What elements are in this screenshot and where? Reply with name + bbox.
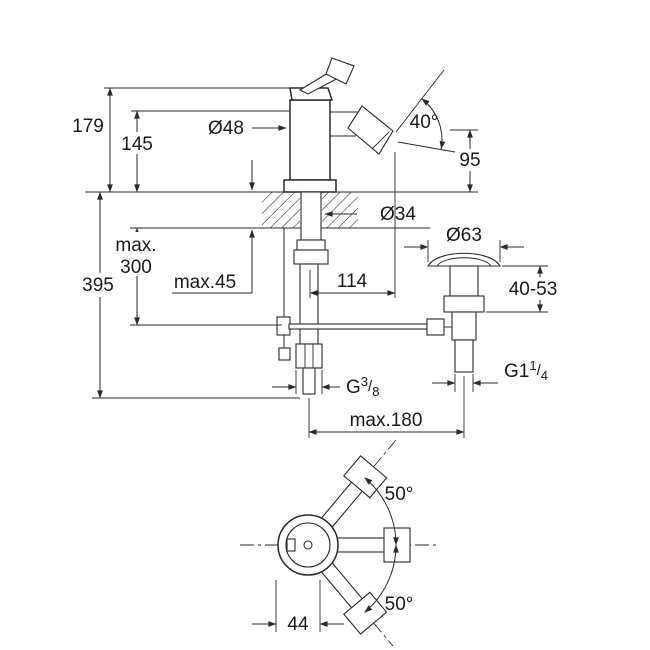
dia-63-label: Ø63 [446,225,482,246]
angle-40-label: 40° [410,112,439,133]
pop-up-rod [276,228,428,361]
dim-max300-label-word: max. [115,235,156,256]
angle-50-upper-label: 50° [385,484,414,505]
thread-g114-num: 1 [529,358,536,373]
faucet-handle [289,57,355,101]
plan-view: 50° 50° 44 [240,439,436,647]
waste-lever-knob [426,318,445,336]
thread-g114-label: G11/4 [504,358,548,383]
dim-swing-upper: 50° [364,477,414,546]
dim-flange-diameter: Ø63 [404,225,524,262]
thread-g38-prefix: G [346,377,361,398]
horizontal-rod [288,323,428,330]
dim-max300-label-value: 300 [120,257,152,278]
faucet-spout [330,105,394,155]
side-view: 179 145 max. 300 395 [72,57,562,438]
braided-hose [299,263,319,345]
fixing-nut [293,249,329,265]
thread-g38-den: 8 [372,384,379,399]
rod-end-cap [278,347,291,361]
aerator-face-line [371,131,390,150]
handle-position-center [335,527,411,563]
dim-114-label: 114 [337,271,368,292]
deck-hatch-left [262,192,300,228]
dim-max-180: max.180 [308,376,465,438]
deck-hatch-right [322,192,358,228]
body-top-view [277,514,339,576]
dim-waste-range: 40-53 [486,265,562,313]
dim-height-395: 395 [76,191,300,399]
dim-44-label: 44 [287,614,309,635]
dim-waste-thread: G11/4 [432,358,548,392]
dim-height-145: 145 [117,110,290,193]
waste-body [449,265,479,297]
pop-up-waste-valve [426,252,501,373]
handle-blade [325,57,355,85]
dim-hole-diameter: Ø34 [324,204,416,225]
rod-clamp [276,316,291,336]
thread-g114-prefix: G1 [504,361,529,382]
hose-hex-connector [295,343,323,369]
thread-g114-den: 4 [541,368,548,383]
aerator [347,105,394,155]
handle-cap [289,87,334,101]
faucet-base-plinth [283,179,337,193]
dim-projection-114: 114 [309,152,396,298]
angle-50-lower-label: 50° [385,594,414,615]
hose-end-tube [302,367,316,395]
centerline-lower [307,544,394,647]
dim-body-diameter: Ø48 [208,118,287,139]
dim-max180-label: max.180 [350,410,423,431]
dim-swing-lower: 50° [364,544,414,615]
dim-max-300: max. 300 [110,227,282,326]
dim-max45-label: max.45 [174,272,236,293]
body-notch [286,538,296,552]
waste-threaded-section [451,311,477,341]
dim-95-label: 95 [459,150,480,171]
threaded-shank [300,191,322,241]
dia-34-label: Ø34 [380,204,416,225]
waste-tailpiece [454,339,474,373]
thread-g38-label: G3/8 [346,374,379,399]
range-40-53-label: 40-53 [509,279,558,300]
thread-g38-num: 3 [361,374,368,389]
mounting-deck [85,191,478,229]
supply-shank [293,191,329,265]
dim-spray-angle: 40° [395,69,456,153]
dim-supply-thread: G3/8 [272,370,379,399]
waste-flange-dome [427,252,501,267]
dim-height-179: 179 [72,87,292,193]
faucet-body [283,99,337,193]
waste-locknut [443,295,485,313]
fixing-bracket [296,239,326,251]
dim-max-45: max.45 [172,160,255,294]
dim-179-label: 179 [72,116,104,137]
thread-g38-slash: / [368,378,373,395]
dia-48-label: Ø48 [208,118,244,139]
waste-flange-inner [436,257,492,267]
thread-g114-slash: / [537,362,542,379]
dim-145-label: 145 [121,134,153,155]
dim-44: 44 [252,580,344,635]
dim-395-label: 395 [82,275,114,296]
dim-spout-height-95: 95 [450,129,484,193]
